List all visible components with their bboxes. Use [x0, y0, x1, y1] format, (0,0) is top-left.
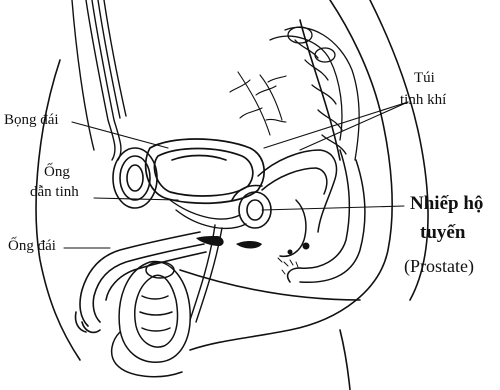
bladder: [146, 139, 264, 203]
abdominal-wall: [72, 0, 126, 160]
intestines: [270, 27, 359, 160]
label-bladder: Bọng đái: [4, 112, 59, 129]
penis: [75, 232, 206, 332]
leader-prostate: [262, 206, 404, 210]
label-prostate-latin: (Prostate): [404, 256, 474, 277]
vessels: [230, 72, 286, 135]
testis: [112, 262, 191, 377]
prostate: [232, 186, 271, 228]
label-urethra: Ống đái: [8, 238, 56, 255]
label-prostate-line1: Nhiếp hộ: [410, 193, 483, 215]
label-seminal-vesicle-line1: Túi: [414, 70, 435, 87]
leader-seminal-vesicle-b: [300, 102, 408, 150]
label-seminal-vesicle-line2: tinh khí: [400, 92, 446, 109]
spongy-tissue-2: [236, 241, 262, 249]
label-vas-deferens-line2: dẫn tinh: [30, 184, 79, 201]
label-prostate-line2: tuyến: [420, 222, 465, 244]
label-vas-deferens-line1: Ống: [44, 164, 70, 181]
body-outline: [36, 0, 428, 390]
vas-deferens: [170, 200, 246, 322]
